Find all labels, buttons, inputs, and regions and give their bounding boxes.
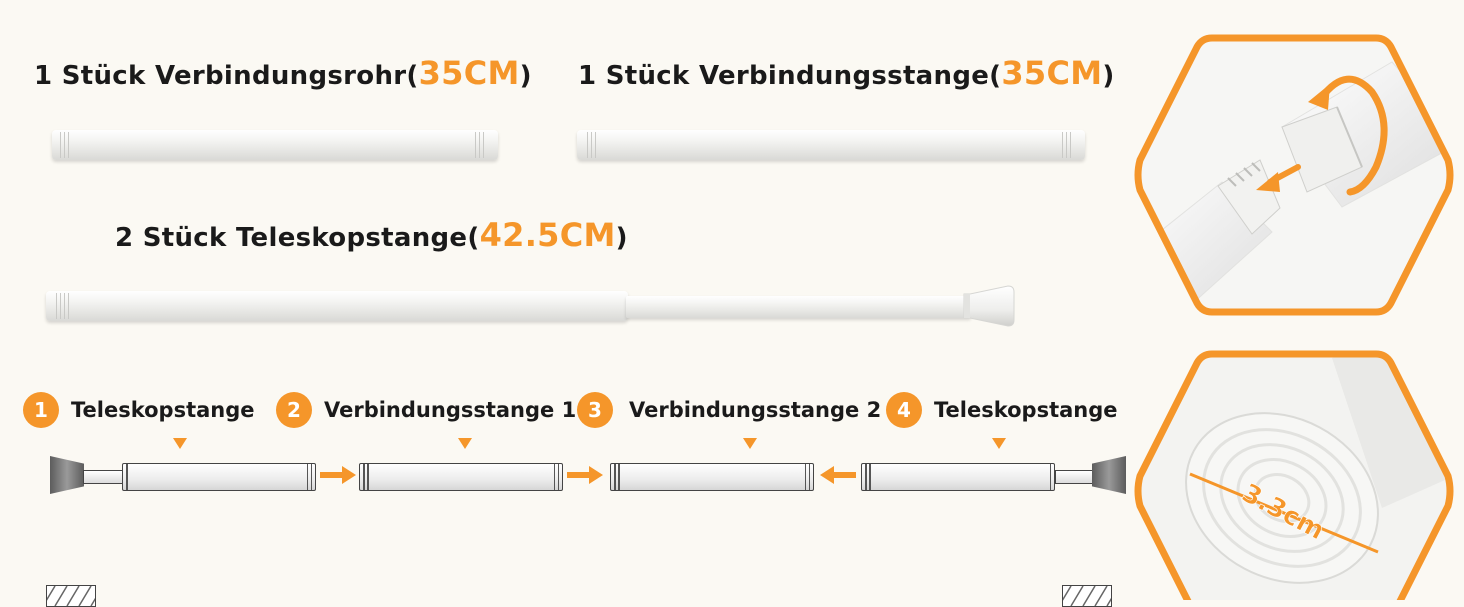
heading-verbindungsrohr: 1 Stück Verbindungsrohr(35CM): [34, 54, 532, 92]
segment-connecting-rod-2: [610, 463, 814, 491]
step-3: 3 Verbindungsstange 2: [577, 392, 881, 428]
heading-length: 42.5CM: [479, 216, 616, 254]
step-label: Verbindungsstange 1: [324, 398, 577, 422]
down-triangle-icon: [173, 438, 187, 449]
right-inner-rod: [1055, 470, 1095, 484]
step-number: 2: [276, 392, 312, 428]
thread-detail-hexagon: [1134, 34, 1454, 316]
heading-length: 35CM: [1001, 54, 1103, 92]
step-number: 3: [577, 392, 613, 428]
right-end-cap: [1092, 456, 1126, 494]
end-cap-image: [963, 285, 1015, 327]
step-label: Teleskopstange: [71, 398, 255, 422]
down-triangle-icon: [992, 438, 1006, 449]
rotate-arrow-icon: [1308, 75, 1388, 196]
step-2: 2 Verbindungsstange 1: [276, 392, 576, 428]
down-triangle-icon: [743, 438, 757, 449]
connecting-tube-image: [52, 130, 498, 160]
heading-text: 1 Stück Verbindungsstange(: [578, 61, 1002, 91]
heading-verbindungsstange: 1 Stück Verbindungsstange(35CM): [578, 54, 1115, 92]
segment-connecting-rod-1: [359, 463, 563, 491]
heading-close: ): [519, 61, 532, 91]
left-inner-rod: [83, 470, 125, 484]
heading-close: ): [615, 223, 628, 253]
heading-text: 2 Stück Teleskopstange(: [115, 223, 480, 253]
step-number: 4: [886, 392, 922, 428]
insert-arrow-icon: [1256, 164, 1301, 192]
wall-right: [1062, 585, 1112, 607]
telescopic-inner-rod-image: [626, 296, 971, 318]
right-arrow-icon: [320, 466, 356, 484]
end-cap-detail-hexagon: 3.3cm: [1134, 350, 1454, 600]
heading-text: 1 Stück Verbindungsrohr(: [34, 61, 419, 91]
left-end-cap: [50, 456, 84, 494]
step-label: Verbindungsstange 2: [629, 398, 882, 422]
connecting-rod-image: [577, 130, 1085, 160]
left-arrow-icon: [820, 466, 856, 484]
right-arrow-icon: [567, 466, 603, 484]
heading-teleskopstange: 2 Stück Teleskopstange(42.5CM): [115, 216, 628, 254]
heading-close: ): [1102, 61, 1115, 91]
telescopic-rod-image: [46, 291, 628, 321]
segment-telescopic-left: [122, 463, 316, 491]
down-triangle-icon: [458, 438, 472, 449]
heading-length: 35CM: [418, 54, 520, 92]
segment-telescopic-right: [861, 463, 1055, 491]
step-1: 1 Teleskopstange: [23, 392, 255, 428]
wall-left: [46, 585, 96, 607]
step-number: 1: [23, 392, 59, 428]
step-4: 4 Teleskopstange: [886, 392, 1118, 428]
step-label: Teleskopstange: [934, 398, 1118, 422]
